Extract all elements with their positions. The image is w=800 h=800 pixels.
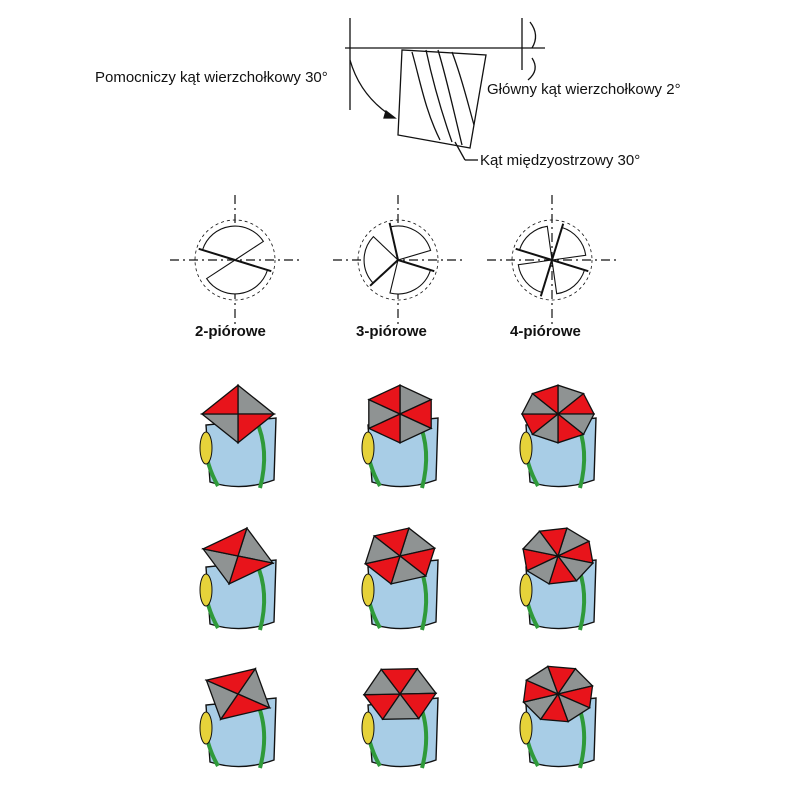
flute-4	[451, 51, 475, 126]
tip-face-red	[367, 384, 401, 416]
clearance-face	[199, 431, 213, 465]
clearance-face	[361, 573, 375, 607]
tip-4-flute-variant-2	[519, 527, 597, 631]
flute-type-label-4: 4-piórowe	[510, 323, 581, 340]
clearance-face	[519, 711, 533, 745]
tool-outline	[397, 49, 487, 149]
flute-type-label-3: 3-piórowe	[356, 323, 427, 340]
tip-face-grey	[237, 383, 276, 415]
tip-face-red	[538, 527, 568, 558]
cutting-edge-line	[369, 259, 399, 287]
cutting-edge-line	[388, 222, 399, 261]
inter-blade-leader	[454, 141, 466, 161]
end-view-2-flute	[170, 195, 300, 325]
cutting-edge-line	[397, 259, 435, 273]
clearance-face	[199, 573, 213, 607]
tip-2-flute-variant-3	[199, 667, 277, 769]
tip-face-red	[204, 667, 257, 695]
end-view-sector	[201, 225, 265, 261]
tip-4-flute-variant-1	[519, 384, 597, 489]
main-point-angle-label: Główny kąt wierzchołkowy 2°	[487, 81, 681, 98]
main-angle-arc-top	[529, 21, 537, 49]
end-view-sector	[389, 225, 432, 261]
tip-illustrations	[199, 383, 597, 769]
clearance-face	[361, 711, 375, 745]
arrow-head	[383, 109, 397, 119]
flute-2	[425, 49, 453, 143]
end-view-dashed-outline	[194, 219, 276, 301]
end-view-sector	[363, 235, 399, 284]
tip-3-flute-variant-1	[361, 384, 439, 489]
tool-body	[205, 417, 277, 488]
cutting-edge-line	[539, 259, 553, 297]
tip-face-red	[380, 668, 419, 696]
clearance-face	[519, 431, 533, 465]
auxiliary-angle-arc	[349, 59, 391, 116]
clearance-face	[519, 573, 533, 607]
cutting-edge-line	[551, 223, 565, 261]
tip-3-flute-variant-2	[361, 527, 439, 631]
tip-face-red	[201, 526, 248, 557]
flute-1	[411, 51, 441, 141]
tip-face-red	[546, 665, 577, 696]
cutting-edge-line	[551, 259, 589, 273]
end-view-sector	[205, 259, 269, 295]
cutting-edge-line	[515, 247, 553, 261]
cutting-edge-line	[198, 247, 236, 261]
clearance-face	[199, 711, 213, 745]
tip-face-red	[372, 527, 410, 558]
tip-2-flute-variant-1	[199, 383, 277, 489]
tip-face-red	[200, 383, 239, 415]
flute-3	[437, 49, 463, 146]
tip-2-flute-variant-2	[199, 526, 277, 631]
tip-face-red	[531, 384, 559, 416]
end-view-dashed-outline	[357, 219, 439, 301]
main-angle-arc-bottom	[527, 57, 536, 81]
end-view-sector	[389, 259, 432, 295]
end-views	[170, 195, 617, 325]
flute-type-label-2: 2-piórowe	[195, 323, 266, 340]
clearance-face	[361, 431, 375, 465]
end-view-4-flute	[487, 195, 617, 325]
end-view-3-flute	[333, 195, 463, 325]
tip-3-flute-variant-3	[361, 667, 439, 769]
auxiliary-point-angle-label: Pomocniczy kąt wierzchołkowy 30°	[95, 69, 328, 86]
end-mill-side-view	[345, 18, 545, 161]
cutting-edge-line	[234, 259, 272, 273]
inter-blade-angle-label: Kąt międzyostrzowy 30°	[480, 152, 640, 169]
end-view-dashed-outline	[511, 219, 593, 301]
tip-4-flute-variant-3	[519, 665, 597, 769]
